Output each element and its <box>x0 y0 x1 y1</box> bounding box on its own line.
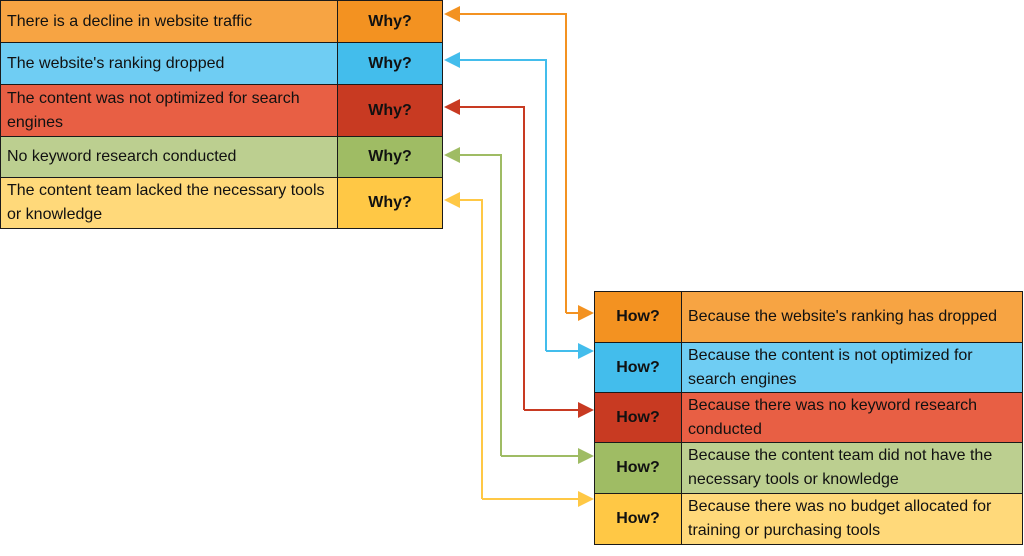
how-row-1: How? Because the website's ranking has d… <box>594 291 1023 343</box>
why-row-2: The website's ranking dropped Why? <box>0 42 443 85</box>
how-label: How? <box>594 493 682 545</box>
red-connector <box>444 99 594 418</box>
why-label: Why? <box>337 136 443 178</box>
why-row-text: There is a decline in website traffic <box>0 0 338 43</box>
why-row-3: The content was not optimized for search… <box>0 84 443 137</box>
how-row-text: Because there was no budget allocated fo… <box>681 493 1023 545</box>
how-row-text: Because there was no keyword research co… <box>681 392 1023 443</box>
green-connector <box>444 147 594 464</box>
how-row-text: Because the website's ranking has droppe… <box>681 291 1023 343</box>
how-label: How? <box>594 442 682 494</box>
how-row-2: How? Because the content is not optimize… <box>594 342 1023 393</box>
how-label: How? <box>594 291 682 343</box>
why-label: Why? <box>337 177 443 229</box>
why-row-text: The website's ranking dropped <box>0 42 338 85</box>
yellow-connector <box>444 192 594 507</box>
blue-connector <box>444 52 594 359</box>
how-row-5: How? Because there was no budget allocat… <box>594 493 1023 545</box>
how-row-text: Because the content is not optimized for… <box>681 342 1023 393</box>
why-row-5: The content team lacked the necessary to… <box>0 177 443 229</box>
why-row-text: No keyword research conducted <box>0 136 338 178</box>
why-row-text: The content was not optimized for search… <box>0 84 338 137</box>
why-row-4: No keyword research conducted Why? <box>0 136 443 178</box>
how-row-text: Because the content team did not have th… <box>681 442 1023 494</box>
why-row-text: The content team lacked the necessary to… <box>0 177 338 229</box>
how-label: How? <box>594 392 682 443</box>
orange-connector <box>444 6 594 321</box>
how-row-4: How? Because the content team did not ha… <box>594 442 1023 494</box>
why-label: Why? <box>337 84 443 137</box>
why-row-1: There is a decline in website traffic Wh… <box>0 0 443 43</box>
how-row-3: How? Because there was no keyword resear… <box>594 392 1023 443</box>
